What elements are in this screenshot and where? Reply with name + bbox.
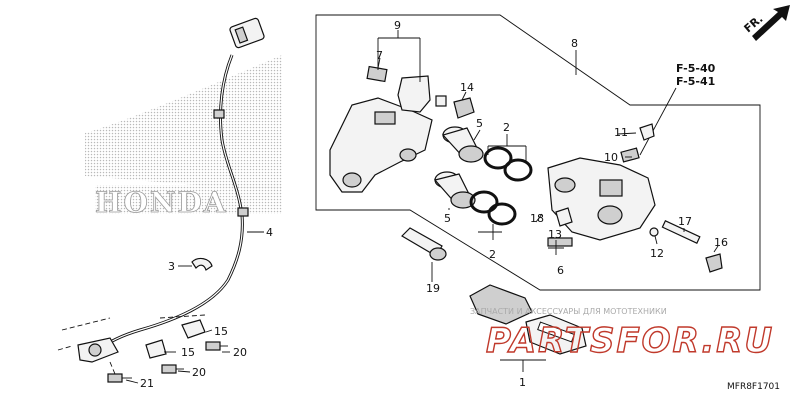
callout-11: 11 [614, 126, 628, 139]
piston-upper [441, 126, 484, 163]
callout-16: 16 [714, 236, 728, 249]
ref-label-f-5-41: F-5-41 [676, 75, 715, 88]
watermark-site-name: PARTSFOR.RU [486, 321, 774, 361]
callout-13: 13 [548, 228, 562, 241]
brake-pads [469, 284, 587, 355]
callout-7: 7 [376, 49, 383, 62]
callout-9: 9 [394, 19, 401, 32]
callout-numbers: 1 2 2 3 4 5 5 6 7 8 9 10 11 12 13 14 15 … [140, 19, 728, 390]
leader-lines [125, 30, 719, 384]
callout-14: 14 [460, 81, 474, 94]
front-direction-arrow-icon [752, 5, 790, 41]
bleeder-valve [620, 123, 655, 163]
pad-retainer [366, 65, 475, 119]
slide-pin [401, 227, 447, 261]
bolt-icon [161, 364, 184, 374]
ref-label-f-5-40: F-5-40 [676, 62, 716, 75]
callout-10: 10 [604, 151, 618, 164]
honda-wing-logo: HONDA [85, 55, 282, 219]
callout-15-lower: 15 [181, 346, 195, 359]
piston-seals [469, 146, 533, 226]
watermark-caption: ЗАПЧАСТИ И АКСЕССУАРЫ ДЛЯ МОТОТЕХНИКИ [470, 307, 667, 316]
callout-6: 6 [557, 264, 564, 277]
callout-19: 19 [426, 282, 440, 295]
callout-4: 4 [266, 226, 273, 239]
drawing-code: MFR8F1701 [727, 382, 780, 392]
callout-20-lower: 20 [192, 366, 206, 379]
callout-1: 1 [519, 376, 526, 389]
speed-sensor-harness [57, 17, 265, 383]
callout-18: 18 [530, 212, 544, 225]
bolt-icon [205, 341, 228, 351]
callout-21: 21 [140, 377, 154, 390]
callout-5-lower: 5 [444, 212, 451, 225]
caliper-assembly-boundary [315, 14, 761, 291]
callout-2-lower: 2 [489, 248, 496, 261]
piston-lower [433, 171, 476, 209]
callout-2-upper: 2 [503, 121, 510, 134]
callout-3: 3 [168, 260, 175, 273]
callout-17: 17 [678, 215, 692, 228]
callout-20-upper: 20 [233, 346, 247, 359]
callout-5-upper: 5 [476, 117, 483, 130]
small-hardware [547, 207, 723, 273]
caliper-body [547, 157, 656, 241]
callout-15-upper: 15 [214, 325, 228, 338]
callout-12: 12 [650, 247, 664, 260]
caliper-bracket [329, 97, 433, 193]
callout-8: 8 [571, 37, 578, 50]
honda-logo-text: HONDA [95, 186, 227, 219]
